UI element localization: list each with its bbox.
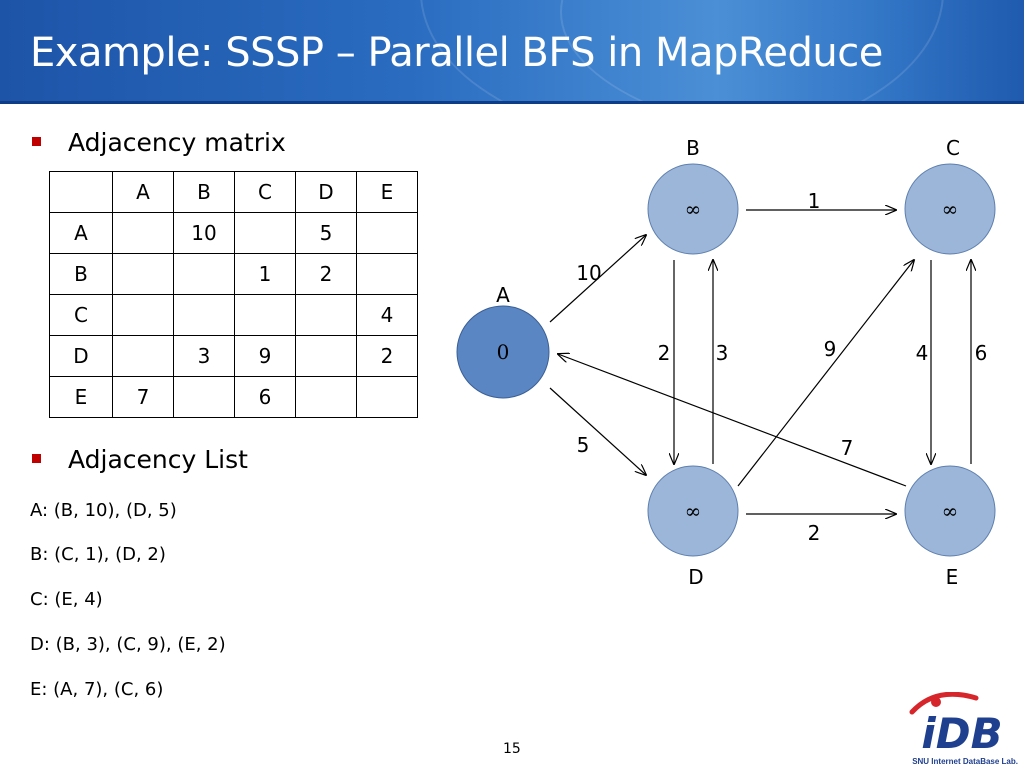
table-cell [112,212,174,254]
page-number: 15 [503,741,521,757]
bullet-list-label: Adjacency List [68,445,248,474]
edge-weight-e-c: 6 [975,341,988,365]
edge-weight-c-e: 4 [916,341,929,365]
node-b-distance: ∞ [685,197,702,221]
slide-title: Example: SSSP – Parallel BFS in MapReduc… [30,30,883,76]
idb-logo-icon: iDB [909,691,1003,758]
edge-a-b [549,235,646,323]
table-cell: 6 [234,376,296,418]
bullet-list: Adjacency List [32,445,248,474]
adjacency-list-item: C: (E, 4) [30,589,103,610]
table-cell [112,335,174,377]
table-cell: 7 [112,376,174,418]
table-cell: C [234,171,296,213]
adjacency-list-item: B: (C, 1), (D, 2) [30,544,166,565]
adjacency-list-item: A: (B, 10), (D, 5) [30,500,177,521]
table-cell: 2 [356,335,418,377]
node-d-circle [647,465,739,557]
table-cell [173,253,235,295]
edge-weight-a-d: 5 [577,433,590,457]
node-e-distance: ∞ [942,499,959,523]
node-d-distance: ∞ [685,499,702,523]
logo-subtitle: SNU Internet DataBase Lab. [912,757,1018,766]
node-e: ∞ E [904,465,996,589]
edge-weight-e-a: 7 [841,436,854,460]
table-cell [173,376,235,418]
node-c-circle [904,163,996,255]
table-row: B 1 2 [49,253,418,295]
idb-logo: iDB SNU Internet DataBase Lab. [906,691,1018,766]
node-b-circle [647,163,739,255]
adjacency-matrix-table: A B C D E A 10 5 B 1 2 C 4 D 3 9 2 E 7 [49,171,418,418]
table-cell [356,212,418,254]
table-row: E 7 6 [49,376,418,418]
table-cell [295,376,357,418]
node-a-circle [456,305,550,399]
table-cell: E [356,171,418,213]
bullet-square-icon [32,137,41,146]
table-cell: B [49,253,113,295]
edge-weight-d-e: 2 [808,521,821,545]
adjacency-list-item: E: (A, 7), (C, 6) [30,679,164,700]
edge-weight-b-c: 1 [808,189,821,213]
node-e-circle [904,465,996,557]
edge-a-d [549,387,646,475]
table-cell [295,294,357,336]
edge-weight-b-d: 2 [658,341,671,365]
node-e-label: E [946,565,959,589]
table-cell: 1 [234,253,296,295]
bullet-matrix: Adjacency matrix [32,128,286,157]
table-row: A 10 5 [49,212,418,254]
node-c-distance: ∞ [942,197,959,221]
node-a: 0 A [456,283,550,399]
edge-weight-d-c: 9 [824,337,837,361]
title-bar: Example: SSSP – Parallel BFS in MapReduc… [0,0,1024,104]
edge-e-a [558,354,907,487]
table-cell: A [112,171,174,213]
node-b: ∞ B [647,136,739,255]
bullet-square-icon [32,454,41,463]
table-cell [356,253,418,295]
node-c: ∞ C [904,136,996,255]
table-cell [356,376,418,418]
table-cell: 2 [295,253,357,295]
logo-text: iDB [921,709,1002,754]
node-c-label: C [946,136,960,160]
bullet-matrix-label: Adjacency matrix [68,128,286,157]
adjacency-list-item: D: (B, 3), (C, 9), (E, 2) [30,634,226,655]
node-d-label: D [688,565,703,589]
table-row: D 3 9 2 [49,335,418,377]
edge-weight-a-b: 10 [576,261,601,285]
edge-weight-d-b: 3 [716,341,729,365]
node-d: ∞ D [647,465,739,589]
node-b-label: B [686,136,700,160]
table-header-row: A B C D E [49,171,418,213]
node-a-label: A [496,283,510,307]
node-a-distance: 0 [497,340,510,364]
edge-d-c [737,260,914,487]
table-cell: 5 [295,212,357,254]
